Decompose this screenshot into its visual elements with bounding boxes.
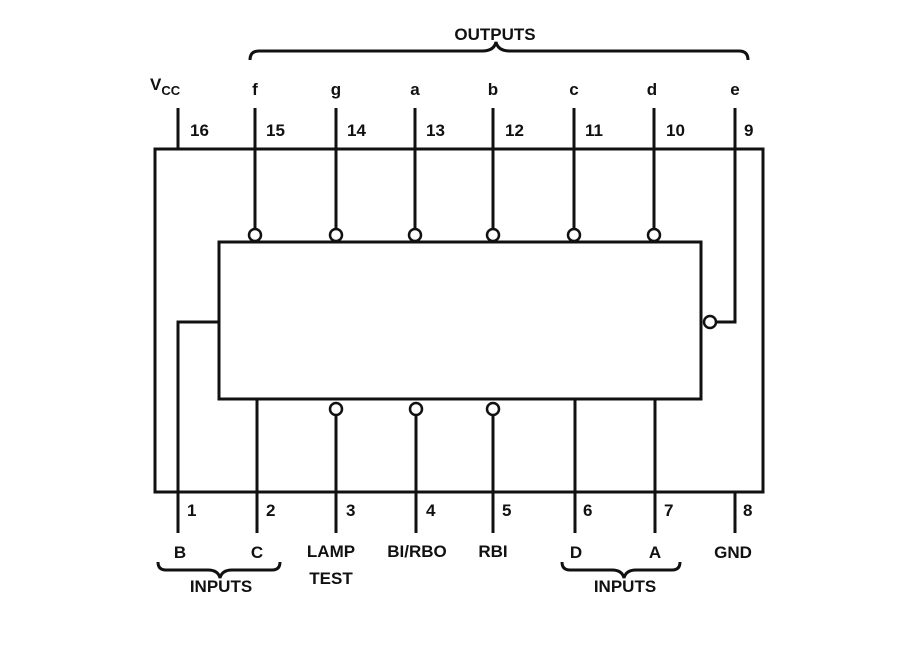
pin-7-signal: A — [649, 543, 661, 562]
pin-1-lead — [176, 320, 219, 533]
pin-14-signal: g — [331, 80, 341, 99]
pin-15-number: 15 — [266, 121, 285, 140]
outputs-brace — [248, 41, 750, 61]
pin-3-number: 3 — [346, 501, 355, 520]
pin-10-number: 10 — [666, 121, 685, 140]
inputs-left-brace — [156, 561, 282, 579]
pin-10-signal: d — [647, 80, 657, 99]
pin-4-signal: BI/RBO — [387, 542, 447, 561]
logic-block — [217, 240, 703, 401]
pin-9-number: 9 — [744, 121, 753, 140]
pin-11-inversion-bubble — [566, 227, 582, 243]
pin-3-signal-line2: TEST — [309, 569, 353, 588]
package-outline — [153, 147, 765, 494]
pin-3-inversion-bubble — [328, 401, 344, 417]
pin-12-number: 12 — [505, 121, 524, 140]
pin-10-inversion-bubble — [646, 227, 662, 243]
pin-1-number: 1 — [187, 501, 196, 520]
pin-9-inversion-bubble — [702, 314, 718, 330]
pin-14-inversion-bubble — [328, 227, 344, 243]
vcc-main: V — [150, 75, 162, 94]
vcc-subscript: CC — [161, 83, 180, 98]
pin-4-inversion-bubble — [408, 401, 424, 417]
vcc-label: VCC — [150, 75, 181, 98]
pin-9-lead — [717, 108, 737, 324]
pin-5-number: 5 — [502, 501, 511, 520]
inputs-right-group-label: INPUTS — [594, 577, 656, 596]
pin-8-signal: GND — [714, 543, 752, 562]
pin-12-signal: b — [488, 80, 498, 99]
pin-3-signal-line1: LAMP — [307, 542, 355, 561]
pin-8-number: 8 — [743, 501, 752, 520]
pin-13-inversion-bubble — [407, 227, 423, 243]
pin-14-number: 14 — [347, 121, 366, 140]
pin-13-number: 13 — [426, 121, 445, 140]
pin-6-number: 6 — [583, 501, 592, 520]
pin-5-inversion-bubble — [485, 401, 501, 417]
pin-2-signal: C — [251, 543, 263, 562]
pin-5-signal: RBI — [478, 542, 507, 561]
inputs-left-group-label: INPUTS — [190, 577, 252, 596]
pin-9-signal: e — [730, 80, 739, 99]
pin-13-signal: a — [410, 80, 420, 99]
pin-6-signal: D — [570, 543, 582, 562]
pin-12-inversion-bubble — [485, 227, 501, 243]
pin-2-number: 2 — [266, 501, 275, 520]
pin-15-signal: f — [252, 80, 258, 99]
pin-4-number: 4 — [426, 501, 436, 520]
pin-16-number: 16 — [190, 121, 209, 140]
pin-11-signal: c — [569, 80, 578, 99]
outputs-group-label: OUTPUTS — [454, 25, 535, 44]
pin-7-number: 7 — [664, 501, 673, 520]
pin-15-inversion-bubble — [247, 227, 263, 243]
pin-1-signal: B — [174, 543, 186, 562]
inputs-right-brace — [560, 561, 682, 579]
pin-11-number: 11 — [585, 121, 603, 140]
